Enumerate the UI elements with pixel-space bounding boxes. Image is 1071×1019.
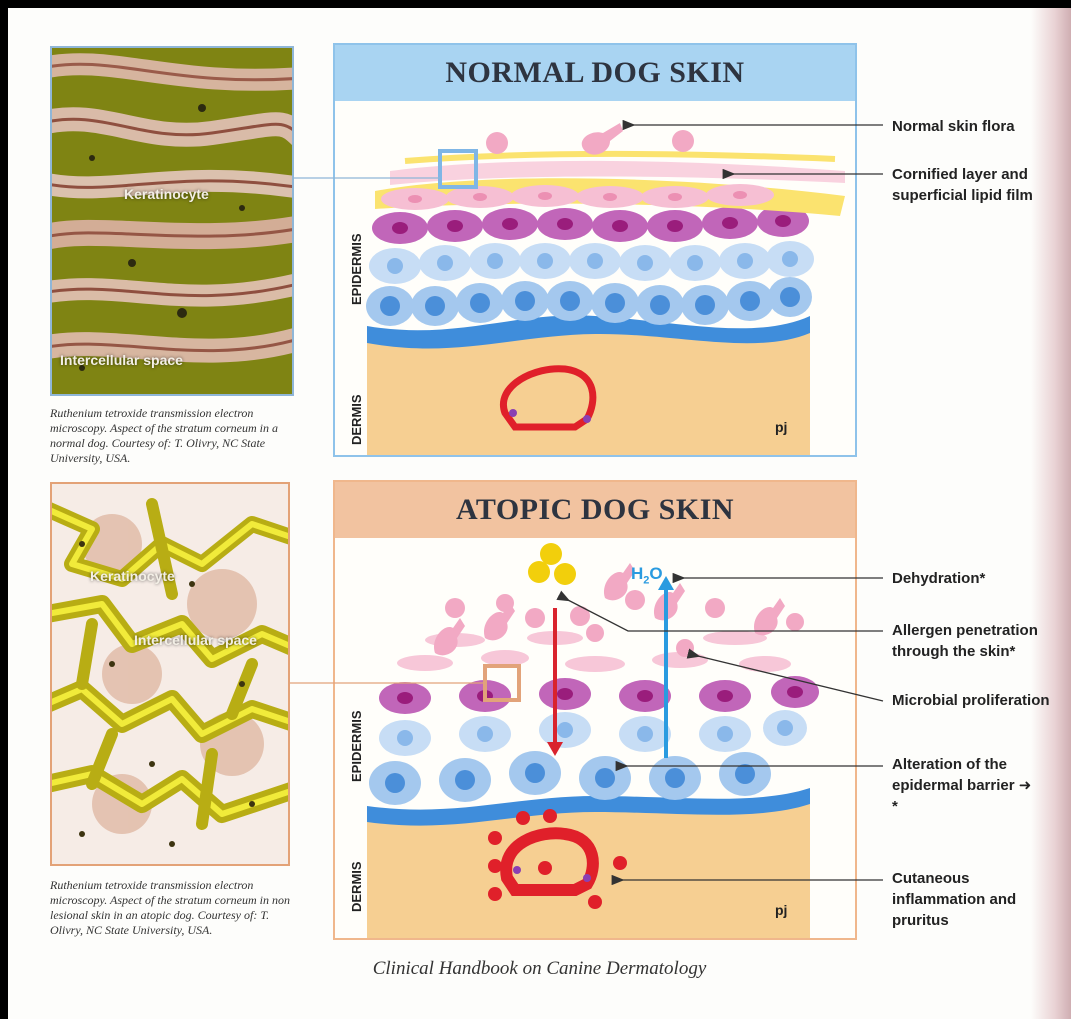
book-footer: Clinical Handbook on Canine Dermatology	[8, 958, 1071, 980]
annotation-epidermal-barrier: Alteration of the epidermal barrier ➜ *	[892, 754, 1032, 817]
annotation-inflammation: Cutaneous inflammation and pruritus	[892, 868, 1064, 931]
annotation-normal-skin-flora: Normal skin flora	[892, 116, 1015, 137]
annotation-cornified-layer: Cornified layer and superficial lipid fi…	[892, 164, 1052, 206]
arrow-microbial-proliferation	[698, 656, 883, 701]
annotation-microbial-proliferation: Microbial proliferation	[892, 690, 1064, 711]
arrow-allergen-penetration	[568, 600, 883, 631]
annotation-allergen-penetration: Allergen penetration through the skin*	[892, 620, 1057, 662]
book-page: Keratinocyte Intercellular space Rutheni…	[8, 8, 1071, 1019]
annotation-dehydration: Dehydration*	[892, 568, 985, 589]
